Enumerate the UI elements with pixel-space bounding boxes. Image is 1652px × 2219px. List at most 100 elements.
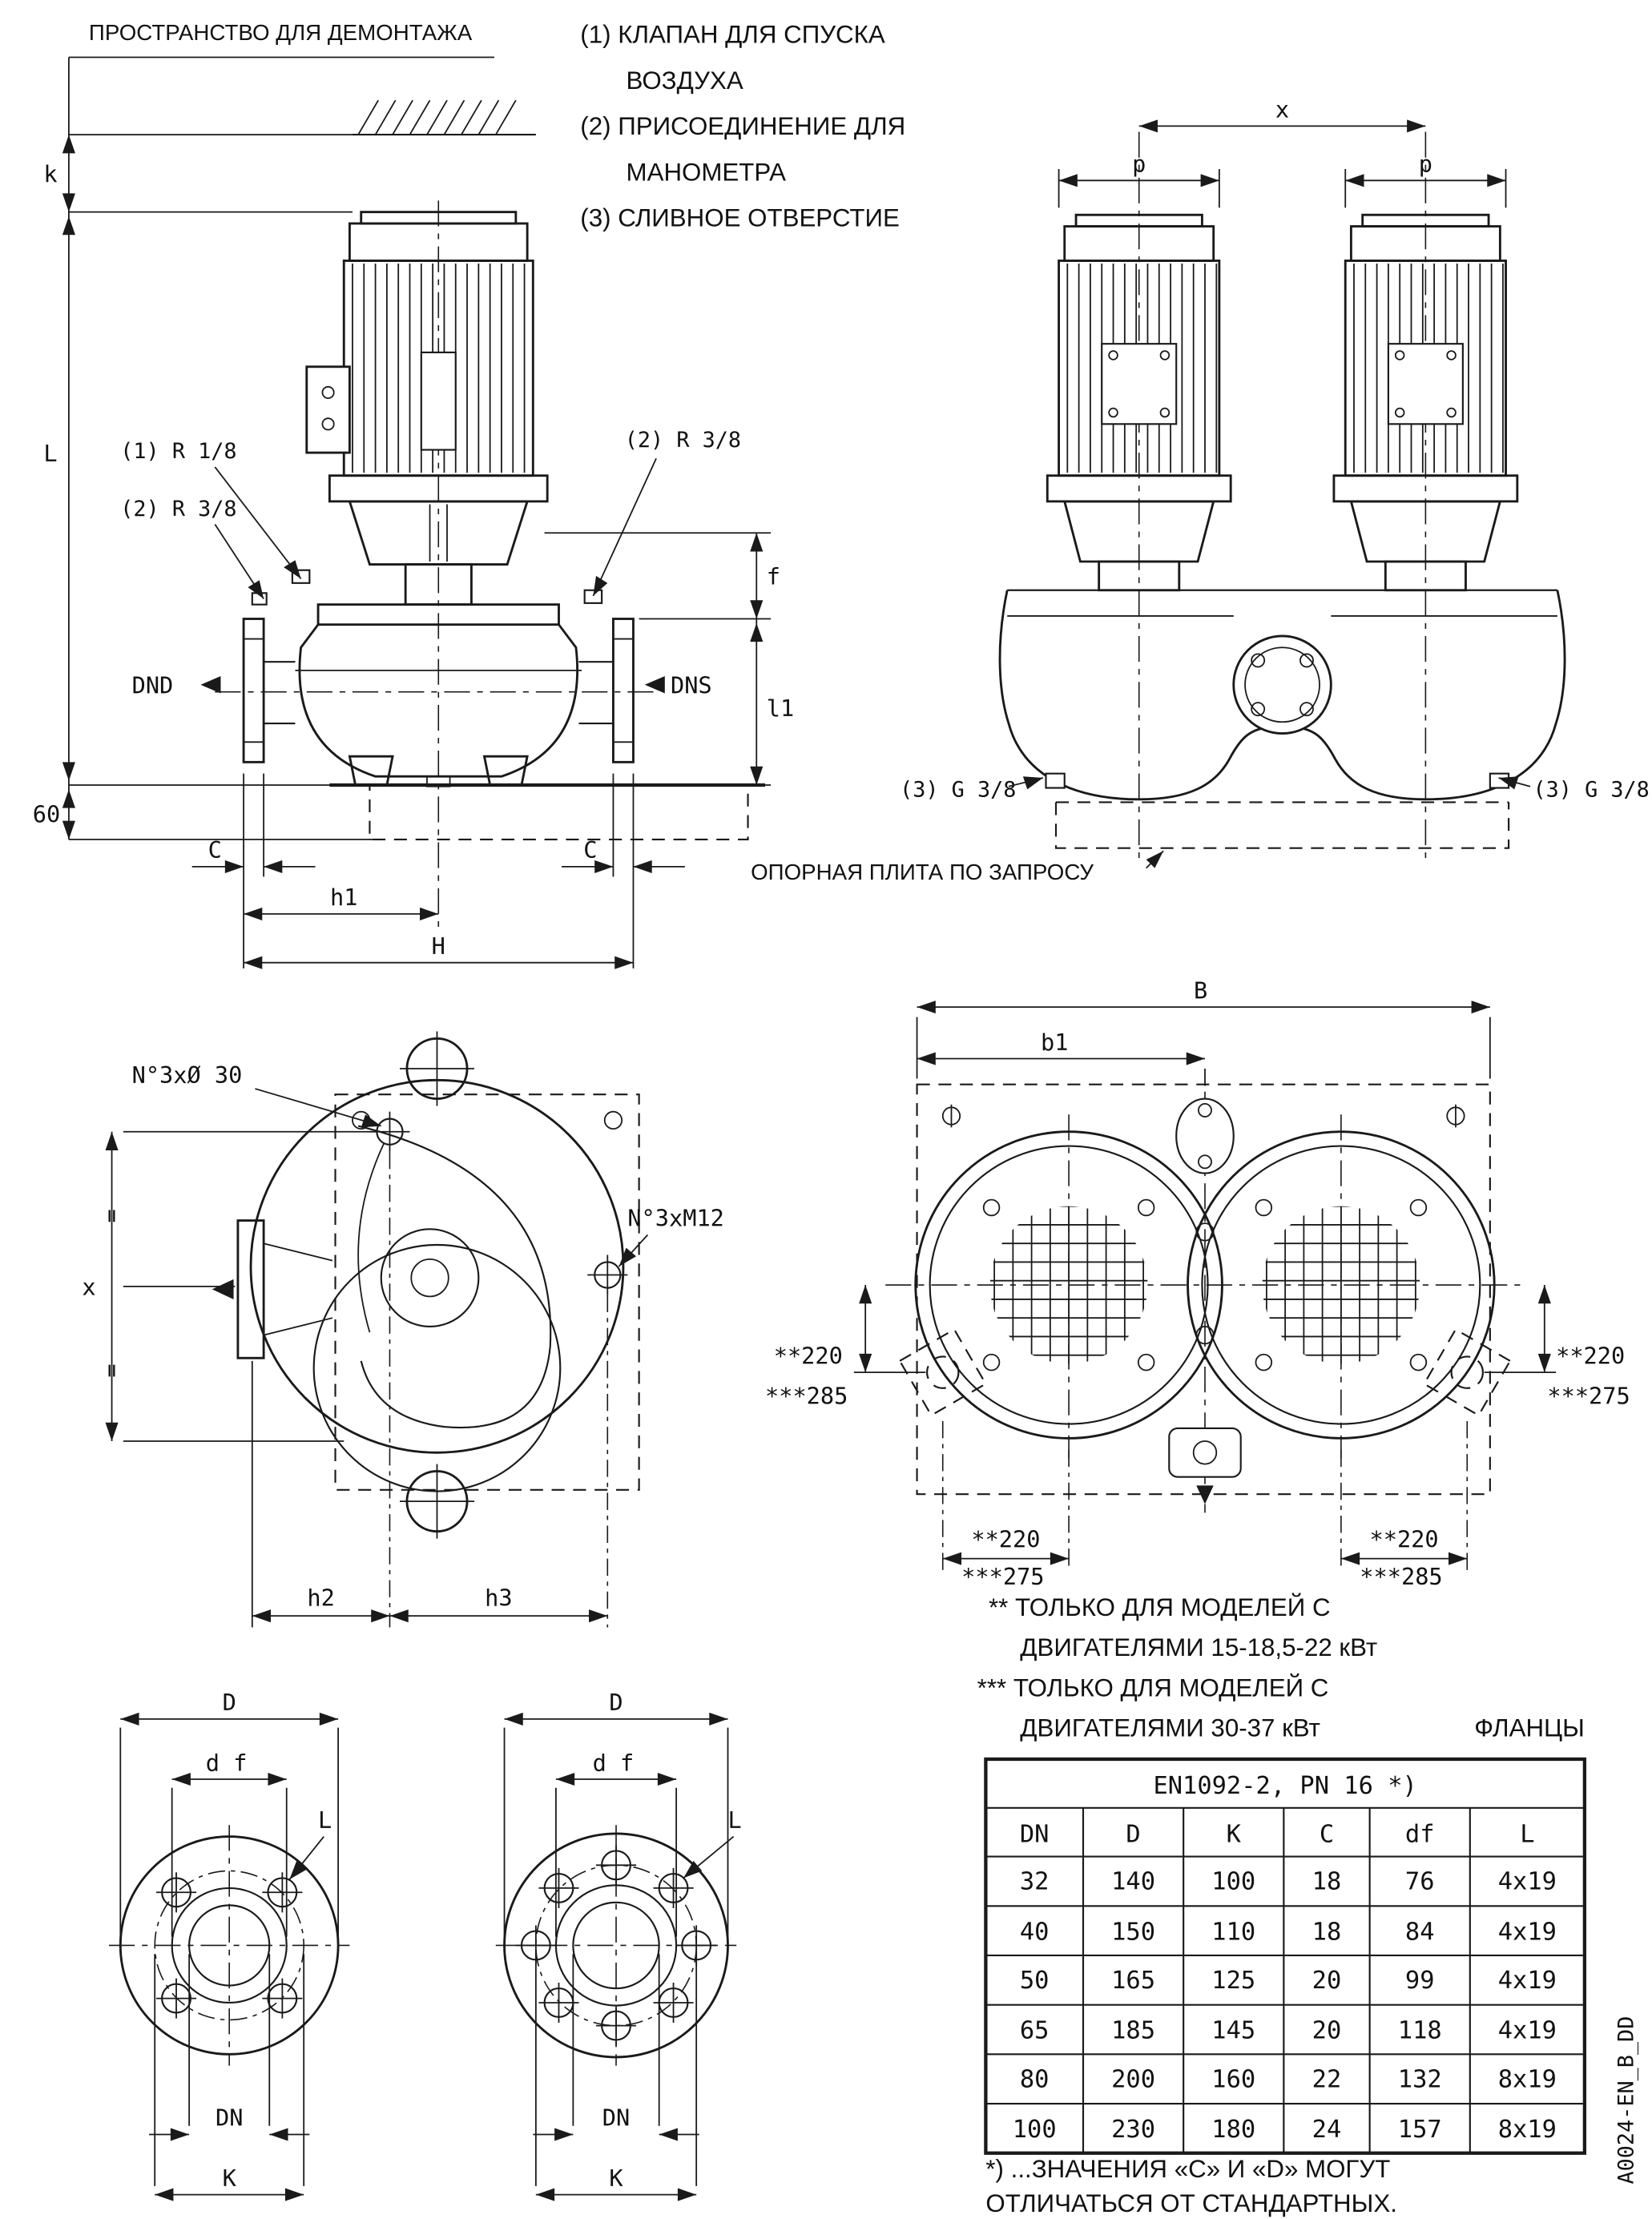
holes-label: N°3xØ 30 xyxy=(132,1061,243,1089)
dismantling-dimension-chain: ПРОСТРАНСТВО ДЛЯ ДЕМОНТАЖА k L 60 xyxy=(33,20,536,840)
svg-text:24: 24 xyxy=(1312,2116,1342,2144)
fan-grill-right xyxy=(1262,1206,1420,1364)
studs-label: N°3xM12 xyxy=(627,1205,724,1232)
table-footnote-2: ОТЛИЧАТЬСЯ ОТ СТАНДАРТНЫХ. xyxy=(985,2189,1397,2217)
dnd-flow-arrow xyxy=(200,676,221,694)
svg-text:165: 165 xyxy=(1111,1967,1155,1995)
svg-text:150: 150 xyxy=(1111,1918,1155,1946)
dim-label-b1: b1 xyxy=(1041,1029,1068,1056)
svg-text:110: 110 xyxy=(1211,1918,1255,1946)
svg-text:125: 125 xyxy=(1211,1967,1255,1995)
offset-bottom-right-220: **220 xyxy=(1369,1525,1438,1552)
dim-label-60: 60 xyxy=(33,800,60,828)
svg-text:160: 160 xyxy=(1211,2065,1255,2093)
twin-pump-top-view: B b1 **220 ***285 **220 ***275 **220 ***… xyxy=(765,977,1630,1589)
svg-text:132: 132 xyxy=(1398,2065,1442,2093)
footnote-line-3: *** ТОЛЬКО ДЛЯ МОДЕЛЕЙ С xyxy=(977,1673,1329,1702)
svg-text:180: 180 xyxy=(1211,2116,1255,2144)
gauge-left-label: (2) R 3/8 xyxy=(120,497,236,522)
svg-text:4x19: 4x19 xyxy=(1498,1868,1557,1896)
svg-text:99: 99 xyxy=(1405,1967,1435,1995)
drain-plug-left xyxy=(1045,772,1066,789)
offset-left-285: ***285 xyxy=(765,1382,848,1409)
dns-label: DNS xyxy=(671,672,712,699)
svg-text:65: 65 xyxy=(1020,2017,1050,2045)
center-flange xyxy=(1232,634,1332,735)
svg-text:140: 140 xyxy=(1111,1868,1155,1896)
document-code: A0024-EN_B_DD xyxy=(1614,2016,1639,2185)
svg-text:230: 230 xyxy=(1111,2116,1155,2144)
dnd-label: DND xyxy=(132,672,174,699)
drain-label-left: (3) G 3/8 xyxy=(900,777,1016,802)
motor-nameplate xyxy=(420,351,457,451)
dim-label-h3: h3 xyxy=(485,1585,512,1612)
equal-mark-bottom: = xyxy=(99,1363,127,1377)
baseplate-dashed xyxy=(369,783,749,840)
side-port-flange xyxy=(236,1219,265,1359)
offset-left-220: **220 xyxy=(774,1342,843,1369)
dim-label-h1: h1 xyxy=(330,884,357,911)
motor-plate-dashed xyxy=(334,1093,640,1491)
footnote-line-2: ДВИГАТЕЛЯМИ 15-18,5-22 кВт xyxy=(1020,1633,1377,1661)
dim-label-k: k xyxy=(43,160,57,187)
flow-arrow xyxy=(212,1279,234,1299)
svg-text:8x19: 8x19 xyxy=(1498,2065,1557,2093)
svg-text:4x19: 4x19 xyxy=(1498,2017,1557,2045)
dim-label-f: f xyxy=(767,563,780,590)
svg-text:20: 20 xyxy=(1312,2017,1342,2045)
dim-label-C-right: C xyxy=(583,836,597,864)
flangeB-dim-K: K xyxy=(609,2165,623,2192)
note-2-line-2: МАНОМЕТРА xyxy=(627,158,787,186)
twin-pump-front-view: x p p (3) G 3/8 (3) G 3/8 ОПОРНАЯ ПЛИТА … xyxy=(751,96,1650,884)
dismantling-space-label: ПРОСТРАНСТВО ДЛЯ ДЕМОНТАЖА xyxy=(89,20,473,45)
svg-text:40: 40 xyxy=(1020,1918,1050,1946)
note-1-line-1: (1) КЛАПАН ДЛЯ СПУСКА xyxy=(580,21,885,49)
flange-view-4-hole: D d f L DN K xyxy=(108,1689,350,2201)
baseplate-note-label: ОПОРНАЯ ПЛИТА ПО ЗАПРОСУ xyxy=(751,860,1094,884)
col-header-l: L xyxy=(1520,1821,1534,1849)
drain-label-right: (3) G 3/8 xyxy=(1533,777,1650,802)
offset-bottom-right-285: ***285 xyxy=(1360,1563,1442,1590)
dim-label-p-left: p xyxy=(1132,151,1146,178)
flange-table: EN1092-2, PN 16 *) DN D K C df L 32 140 … xyxy=(984,1757,1587,2217)
svg-text:4x19: 4x19 xyxy=(1498,1918,1557,1946)
table-row: 100 230 180 24 157 8x19 xyxy=(1013,2116,1557,2144)
volute-outline xyxy=(249,1078,625,1454)
flangeB-dim-D: D xyxy=(609,1689,623,1716)
dim-label-H: H xyxy=(432,932,445,960)
svg-text:80: 80 xyxy=(1020,2065,1050,2093)
svg-text:8x19: 8x19 xyxy=(1498,2116,1557,2144)
table-title: EN1092-2, PN 16 *) xyxy=(1153,1772,1416,1800)
model-footnotes: ** ТОЛЬКО ДЛЯ МОДЕЛЕЙ С ДВИГАТЕЛЯМИ 15-1… xyxy=(977,1593,1585,1742)
svg-text:76: 76 xyxy=(1405,1868,1435,1896)
svg-text:145: 145 xyxy=(1211,2017,1255,2045)
svg-text:118: 118 xyxy=(1398,2017,1442,2045)
flangeA-dim-D: D xyxy=(223,1689,236,1716)
suction-flange xyxy=(612,618,635,763)
table-row: 40 150 110 18 84 4x19 xyxy=(1020,1918,1557,1946)
col-header-k: K xyxy=(1227,1821,1242,1849)
svg-text:200: 200 xyxy=(1111,2065,1155,2093)
terminal-box xyxy=(305,365,351,454)
offset-bottom-left-275: ***275 xyxy=(961,1563,1044,1590)
flangeB-dim-DN: DN xyxy=(602,2104,630,2132)
note-1-line-2: ВОЗДУХА xyxy=(627,66,743,95)
table-footnote-1: *) ...ЗНАЧЕНИЯ «C» И «D» МОГУТ xyxy=(985,2155,1390,2183)
svg-text:4x19: 4x19 xyxy=(1498,1967,1557,1995)
svg-text:100: 100 xyxy=(1211,1868,1255,1896)
flangeA-dim-DN: DN xyxy=(216,2104,243,2132)
table-row: 65 185 145 20 118 4x19 xyxy=(1020,2017,1557,2045)
svg-text:185: 185 xyxy=(1111,2017,1155,2045)
table-row: 32 140 100 18 76 4x19 xyxy=(1020,1868,1557,1896)
gauge-right-label: (2) R 3/8 xyxy=(625,428,741,453)
svg-text:20: 20 xyxy=(1312,1967,1342,1995)
motor-centerlines xyxy=(1138,131,1427,860)
discharge-flange xyxy=(242,618,265,763)
svg-text:50: 50 xyxy=(1020,1967,1050,1995)
dim-label-x-top: x xyxy=(82,1274,95,1301)
dim-label-B: B xyxy=(1194,977,1207,1004)
dim-label-L: L xyxy=(43,440,57,467)
offset-bottom-left-220: **220 xyxy=(971,1525,1040,1552)
